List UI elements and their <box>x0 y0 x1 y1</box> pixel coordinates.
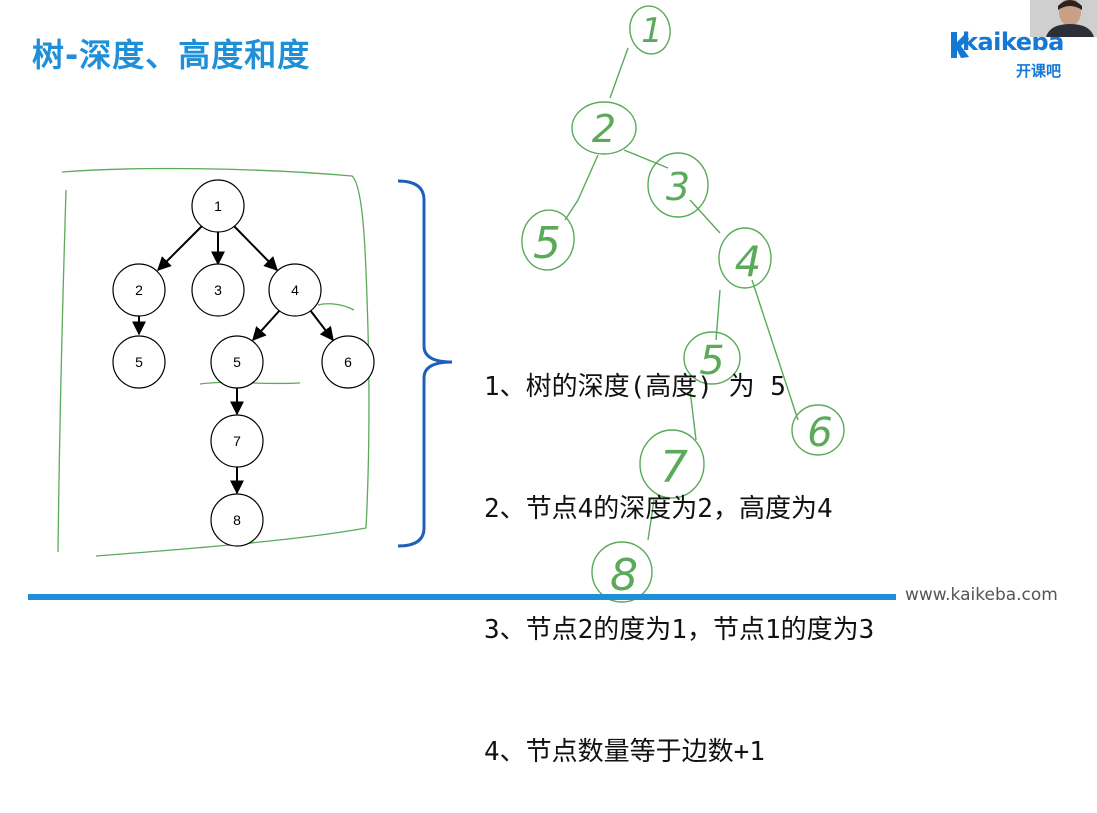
tree-node: 3 <box>191 263 245 317</box>
tree-node-label: 8 <box>233 512 241 528</box>
sketch-label: 1 <box>641 11 663 51</box>
sketch-box <box>57 167 370 557</box>
sketch-label: 7 <box>660 442 688 493</box>
tree-node: 1 <box>191 179 245 233</box>
rule-item: 2、节点4的深度为2，高度为4 <box>484 493 833 524</box>
rule-item: 1、树的深度(高度) 为 5 <box>484 372 786 402</box>
rules-list: 1、树的深度(高度) 为 5 2、节点4的深度为2，高度为4 3、节点2的度为1… <box>484 286 874 813</box>
tree-node: 7 <box>210 414 264 468</box>
tree-node-label: 4 <box>291 282 299 298</box>
sketch-tree-labels: 1 2 3 5 4 5 6 7 8 <box>533 11 833 601</box>
sketch-label: 4 <box>735 237 762 286</box>
tree-node-label: 1 <box>214 198 222 214</box>
rule-item: 3、节点2的度为1，节点1的度为3 <box>484 615 875 645</box>
tree-node-label: 5 <box>233 354 241 370</box>
tree-node-label: 5 <box>135 354 143 370</box>
sketch-label: 5 <box>699 338 724 384</box>
sketch-label: 2 <box>592 107 616 151</box>
tree-node-label: 2 <box>135 282 143 298</box>
tree-node: 5 <box>210 335 264 389</box>
footer-bar <box>28 594 896 600</box>
tree-node: 2 <box>112 263 166 317</box>
logo-subtitle: 开课吧 <box>1016 62 1062 80</box>
logo-mark-icon <box>951 32 969 58</box>
presenter-webcam <box>1030 0 1097 37</box>
tree-node: 8 <box>210 493 264 547</box>
tree-node: 5 <box>112 335 166 389</box>
tree-node: 4 <box>268 263 322 317</box>
tree-node-label: 6 <box>344 354 352 370</box>
sketch-tree <box>521 5 845 603</box>
sketch-label: 3 <box>666 165 690 209</box>
tree-edges <box>132 224 334 495</box>
tree-node: 6 <box>321 335 375 389</box>
slide-title: 树-深度、高度和度 <box>32 36 311 74</box>
sketch-label: 8 <box>610 550 638 601</box>
sketch-label: 5 <box>533 218 561 269</box>
rule-item: 4、节点数量等于边数+1 <box>484 736 765 767</box>
sketch-label: 6 <box>807 410 832 456</box>
footer-url: www.kaikeba.com <box>905 585 1058 605</box>
tree-node-label: 7 <box>233 433 241 449</box>
curly-brace <box>397 179 453 548</box>
tree-node-label: 3 <box>214 282 222 298</box>
kaikeba-logo: kaikeba 开课吧 <box>948 28 1078 83</box>
slide-canvas: 1 2 3 4 5 5 6 7 8 <box>57 5 845 603</box>
